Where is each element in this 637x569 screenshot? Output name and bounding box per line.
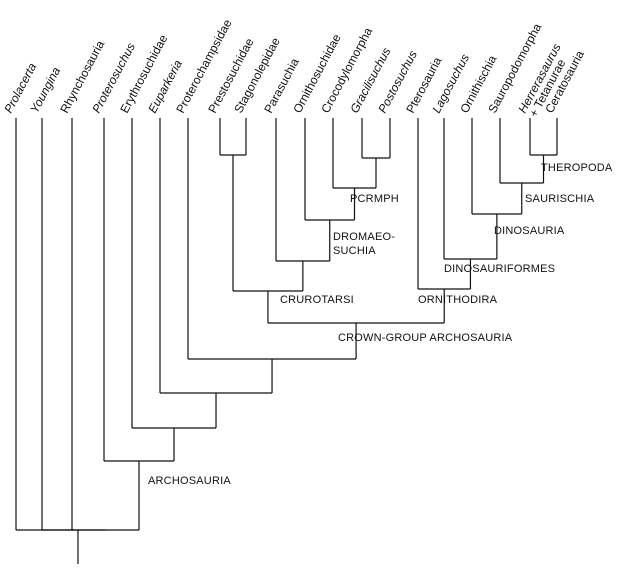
clade-label-dromaeosuchia: DROMAEO- (333, 231, 395, 243)
tree-branches (15, 118, 558, 564)
taxon-labels: ProlacertaYounginaRhynchosauriaProterosu… (1, 17, 587, 116)
clade-label-pcrmph: PCRMPH (350, 193, 399, 205)
clade-label-dinosauriformes: DINOSAURIFORMES (444, 263, 555, 275)
clade-label-archosauria: ARCHOSAURIA (148, 475, 231, 487)
clade-label-dromaeosuchia-2: SUCHIA (333, 245, 376, 257)
clade-label-theropoda: THEROPODA (541, 162, 613, 174)
clade-label-ornithodira: ORNITHODIRA (418, 294, 498, 306)
clade-label-dinosauria: DINOSAURIA (494, 225, 565, 237)
clade-labels: THEROPODA SAURISCHIA PCRMPH DINOSAURIA D… (148, 162, 613, 487)
clade-label-crown-group-archosauria: CROWN-GROUP ARCHOSAURIA (338, 332, 513, 344)
clade-label-crurotarsi: CRUROTARSI (280, 294, 354, 306)
clade-label-saurischia: SAURISCHIA (525, 193, 595, 205)
